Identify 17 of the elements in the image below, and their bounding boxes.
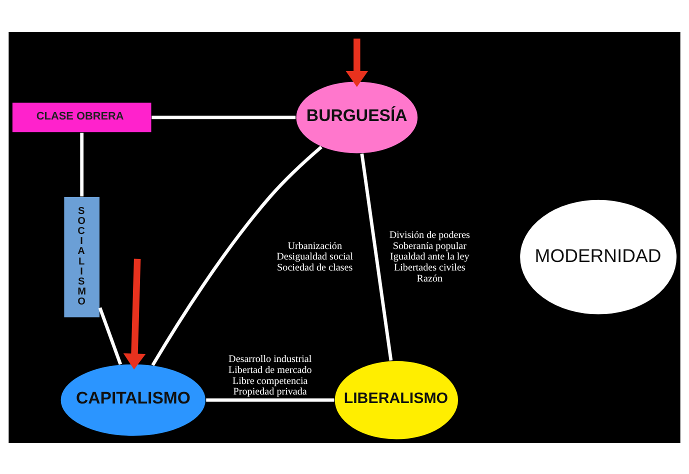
connector: [152, 115, 296, 119]
arrow: [346, 38, 368, 86]
node-ellipse: BURGUESÍA: [295, 80, 418, 154]
node-box: CLASE OBRERA: [12, 101, 152, 133]
node-ellipse: LIBERALISMO: [334, 360, 459, 440]
edge-label: Urbanización Desigualdad social Sociedad de clases: [276, 240, 354, 274]
node-ellipse: CAPITALISMO: [60, 363, 206, 436]
connector: [360, 152, 393, 360]
connector: [151, 145, 322, 366]
connector: [98, 306, 122, 364]
edge-label: Desarrollo industrial Libertad de mercado Libre competencia Propiedad privada: [228, 353, 312, 398]
edge-label: División de poderes Soberanía popular Igualdad ante la ley Libertades civiles Razón: [389, 229, 470, 284]
connector: [80, 132, 84, 196]
node-ellipse: MODERNIDAD: [519, 198, 678, 315]
connector: [206, 398, 334, 402]
arrow: [123, 258, 146, 370]
node-box: SOCIALISMO: [63, 196, 100, 318]
